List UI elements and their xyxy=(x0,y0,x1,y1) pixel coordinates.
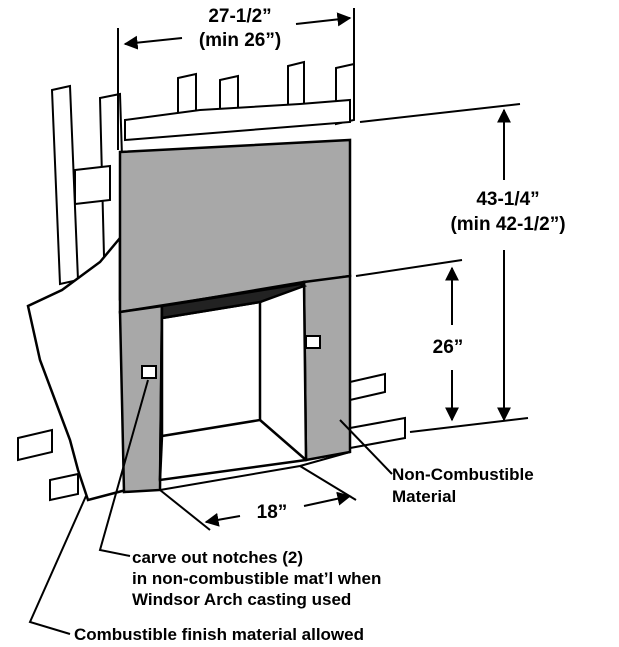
leader-lines xyxy=(28,379,393,635)
left-jamb-panel xyxy=(118,304,164,494)
noncomb-label-line1: Non-Combustible xyxy=(392,465,534,484)
combustible-label: Combustible finish material allowed xyxy=(74,625,364,644)
notch-markers xyxy=(141,335,321,379)
height-min-label: (min 42-1/2”) xyxy=(450,214,565,235)
rear-framing xyxy=(124,60,355,142)
notch-label-line1: carve out notches (2) xyxy=(132,548,303,567)
opening-height-dimension xyxy=(355,259,463,422)
width-min-label: (min 26”) xyxy=(199,30,281,51)
width-main-label: 27-1/2” xyxy=(208,6,271,27)
opening-width-label: 18” xyxy=(257,502,288,523)
notch-label-line2: in non-combustible mat’l when xyxy=(132,569,381,588)
height-main-label: 43-1/4” xyxy=(476,189,539,210)
right-jamb-panel xyxy=(302,274,352,462)
opening-width-dimension xyxy=(159,465,357,531)
firebox-opening xyxy=(158,280,308,482)
bottom-plates xyxy=(17,372,406,502)
notch-label-line3: Windsor Arch casting used xyxy=(132,590,351,609)
noncomb-label-line2: Material xyxy=(392,487,456,506)
height-dimension xyxy=(359,103,529,433)
opening-height-label: 26” xyxy=(433,337,464,358)
width-dimension xyxy=(117,8,355,150)
